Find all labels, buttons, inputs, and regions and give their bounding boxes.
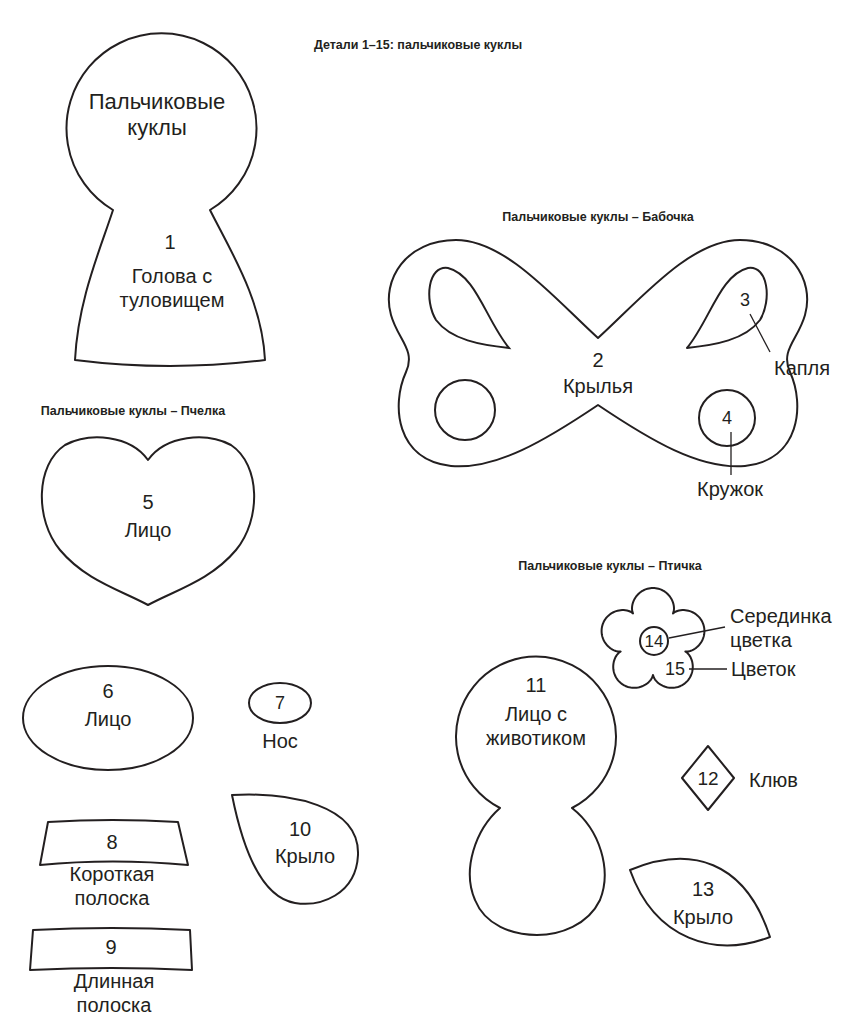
leader-line	[669, 627, 725, 638]
cut-outline	[602, 588, 705, 688]
part-name: Голова с туловищем	[97, 264, 247, 312]
callout-number: 12	[697, 768, 718, 791]
callout-number: 9	[105, 935, 116, 959]
leader-line	[750, 314, 770, 352]
leader-line	[689, 668, 727, 669]
outline-svg	[626, 848, 774, 954]
butterfly-wings-pattern: 2Крылья 3Капля 4Кружок	[378, 234, 818, 472]
callout-number: 14	[645, 632, 664, 652]
part-name: Крыло	[275, 844, 335, 868]
cut-outline	[687, 268, 767, 348]
section-heading: Пальчиковые куклы – Бабочка	[502, 210, 694, 224]
cut-outline	[40, 820, 188, 865]
part-name: Крыло	[673, 905, 733, 929]
leader-line	[730, 432, 731, 475]
outline-svg	[683, 262, 775, 354]
callout-number: 15	[665, 659, 685, 681]
cut-outline	[682, 746, 734, 810]
nose-pattern: 7Нос	[246, 680, 314, 726]
beak-pattern: 12Клюв	[680, 744, 736, 812]
cut-outline	[456, 657, 616, 935]
callout-number: 10	[289, 817, 311, 841]
wing-pattern: 13Крыло	[626, 848, 774, 954]
cut-outline	[640, 627, 668, 655]
part-name: Нос	[262, 729, 298, 753]
part-name: Цветок	[731, 657, 795, 681]
sheet-title: Детали 1–15: пальчиковые куклы	[314, 38, 522, 52]
part-name: Лицо	[85, 707, 132, 731]
part-name: Лицо с животиком	[466, 702, 606, 750]
outline-svg	[58, 32, 270, 372]
part-name: Короткая полоска	[70, 862, 155, 910]
part-name: Кружок	[697, 477, 763, 501]
flower-center-pattern: 14Серединка цветка	[638, 625, 670, 657]
outline-svg	[452, 656, 620, 940]
part-name: Лицо	[125, 518, 172, 542]
cut-outline	[249, 683, 311, 723]
long-strip-pattern: 9Длинная полоска	[26, 922, 196, 974]
cut-outline	[232, 795, 358, 904]
section-heading: Пальчиковые куклы – Пчелка	[41, 404, 225, 418]
cut-outline	[66, 33, 265, 366]
section-heading: Пальчиковые куклы – Птичка	[518, 559, 701, 573]
callout-number: 4	[722, 408, 732, 430]
flower-pattern: 15Цветок14Серединка цветка	[596, 584, 710, 698]
cut-outline	[389, 240, 807, 466]
cut-outline	[23, 666, 193, 770]
callout-number: 3	[740, 290, 750, 312]
callout-number: 2	[592, 348, 603, 372]
oval-face-pattern: 6Лицо	[20, 664, 196, 772]
cut-outline	[435, 380, 495, 440]
callout-number: 1	[164, 230, 175, 254]
wing-pattern: 10Крыло	[228, 788, 363, 910]
heart-face-pattern: 5Лицо	[36, 430, 261, 610]
bird-body-pattern: 11Лицо с животиком	[452, 656, 620, 940]
cut-outline	[429, 268, 509, 348]
circle-pattern: 4Кружок	[697, 388, 757, 448]
short-strip-pattern: 8Короткая полоска	[36, 814, 192, 870]
callout-number: 7	[275, 693, 285, 715]
part-name: Крылья	[563, 374, 633, 398]
head-body-pattern: Пальчиковые куклы 1Голова с туловищем	[58, 32, 270, 372]
callout-number: 11	[526, 673, 547, 697]
part-name: Капля	[774, 356, 830, 380]
part-name: Длинная полоска	[73, 969, 155, 1015]
callout-number: 8	[106, 830, 117, 854]
callout-number: 5	[142, 490, 153, 514]
part-heading: Пальчиковые куклы	[70, 89, 245, 142]
drop-pattern: 3Капля	[683, 262, 775, 354]
part-name: Серединка цветка	[730, 604, 860, 652]
callout-number: 6	[102, 679, 113, 703]
part-name: Клюв	[749, 768, 798, 792]
cut-outline	[42, 437, 254, 605]
callout-number: 13	[692, 877, 714, 901]
cut-outline	[699, 390, 755, 446]
cut-outline	[630, 859, 770, 945]
cut-outline	[30, 928, 192, 970]
